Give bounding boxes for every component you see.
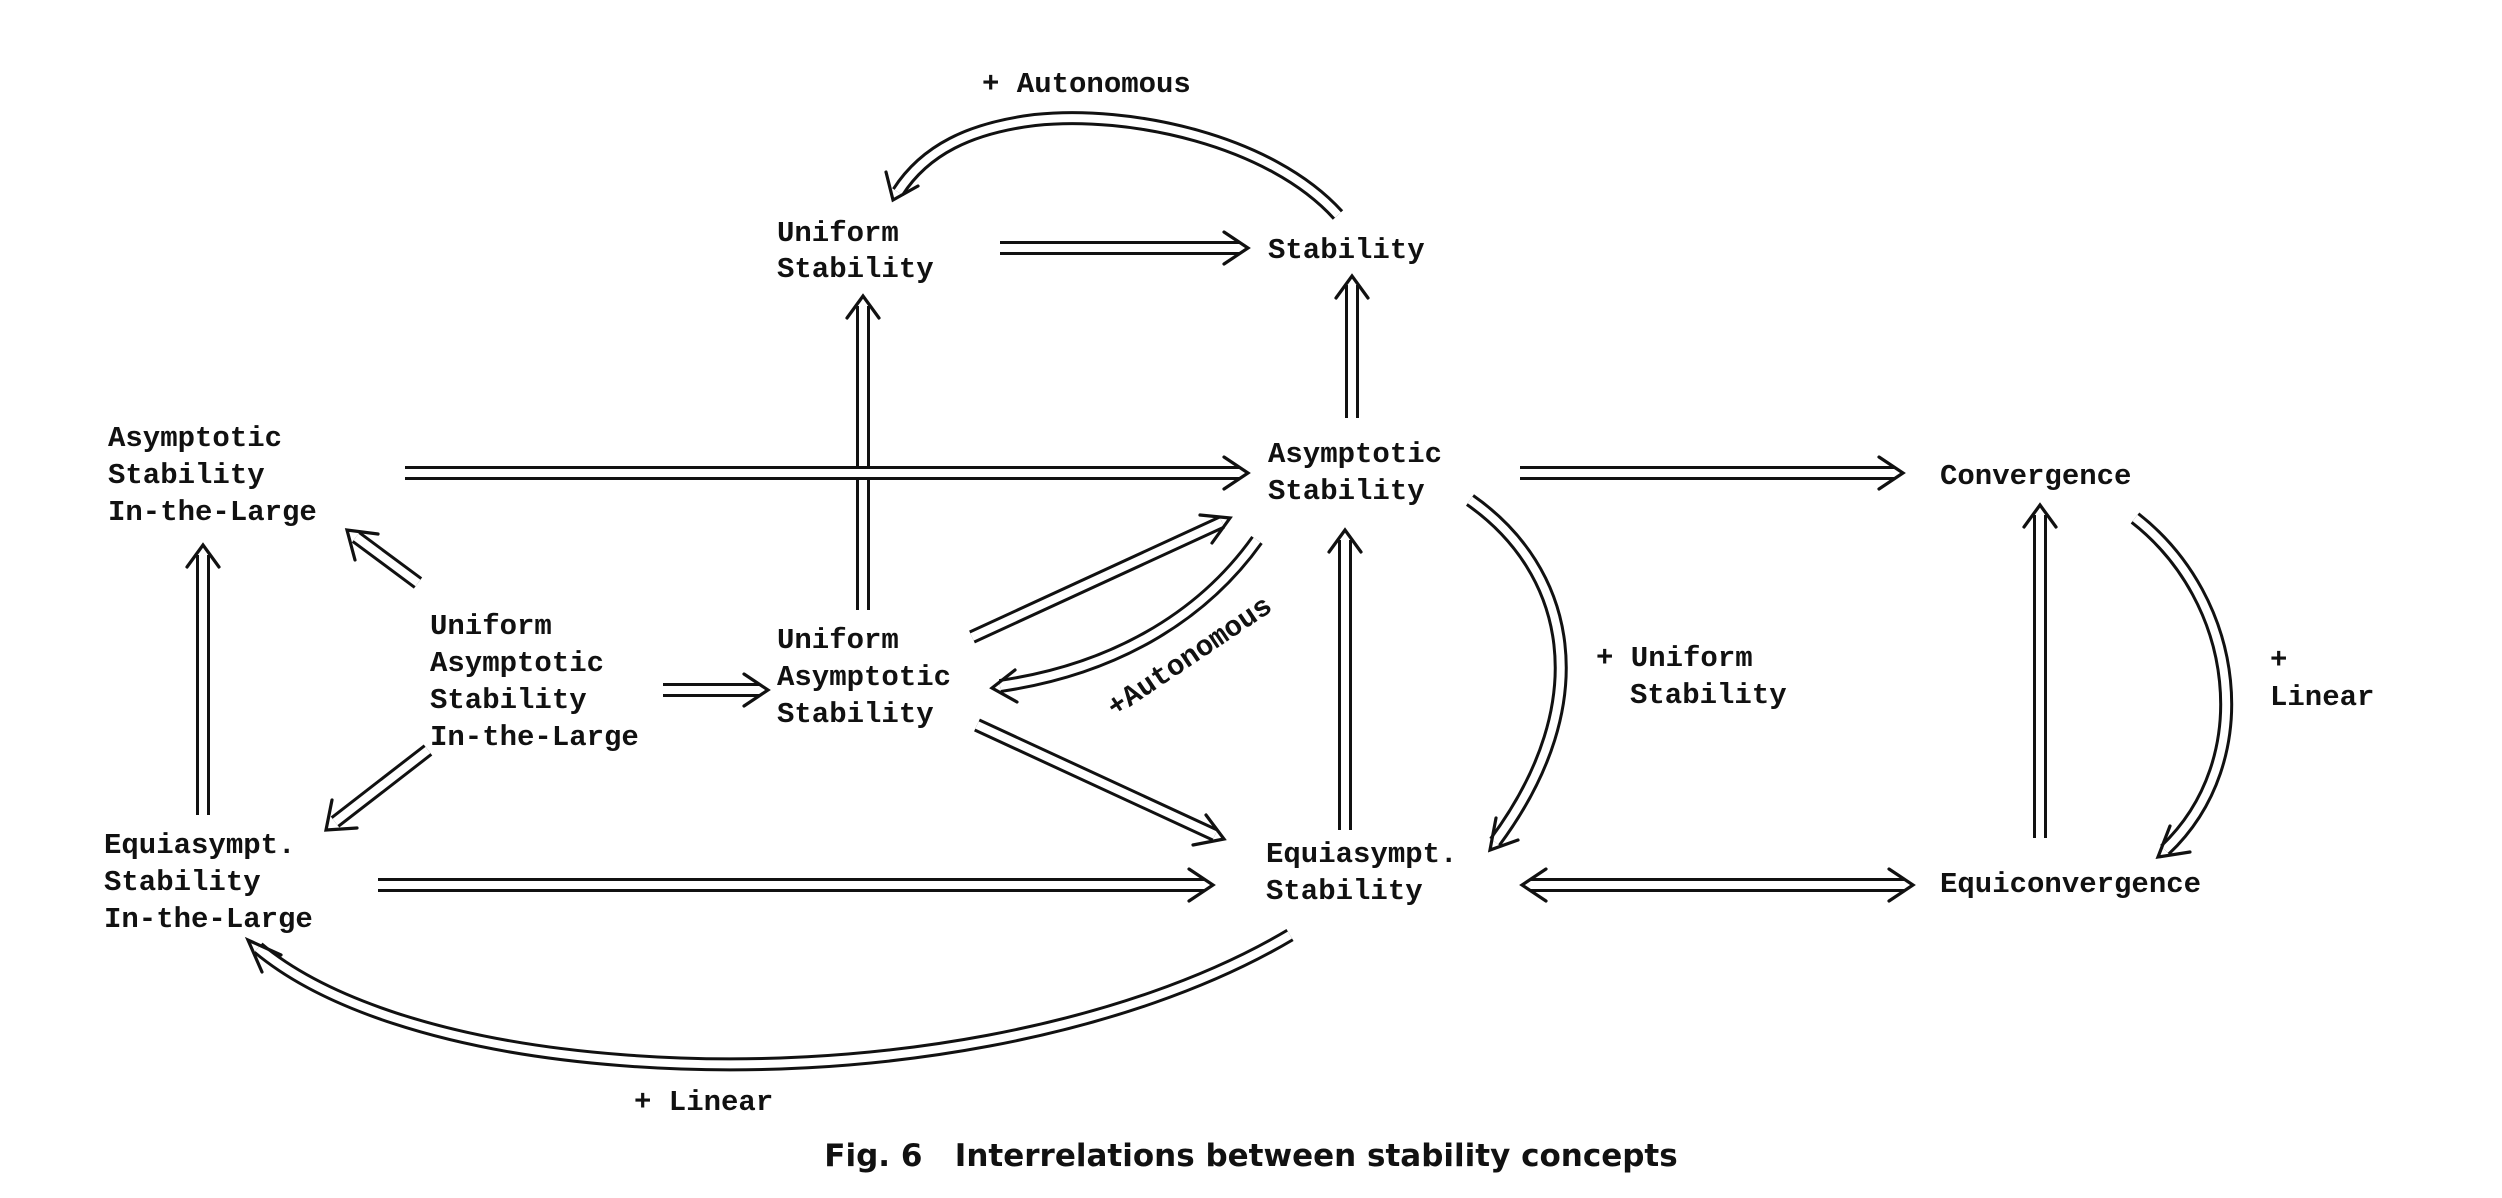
arrow-uas-to-asymptotic-stability xyxy=(969,513,1233,644)
node-asymptotic-stability: Asymptotic Stability xyxy=(1268,438,1459,508)
node-asls-line2: Stability xyxy=(108,459,265,492)
node-uasl-line4: In-the-Large xyxy=(430,721,639,754)
arrow-equiasympt-stability-large-to-equiasympt-stability xyxy=(378,867,1216,903)
node-stability-line1: Stability xyxy=(1268,234,1425,267)
node-es-line2: Stability xyxy=(1266,875,1423,908)
annotation-uniform-stability-condition: + Uniform Stability xyxy=(1596,642,1787,712)
arrow-equiasympt-stability-to-asymptotic-stability xyxy=(1327,527,1363,830)
arrow-stability-to-uniform-stability-autonomous xyxy=(884,111,1344,220)
node-uasl-line2: Asymptotic xyxy=(430,647,604,680)
arrow-uasl-to-uniform-asymptotic-stability xyxy=(663,672,771,708)
node-esl-line1: Equiasympt. xyxy=(104,829,295,862)
annotation-linear-bottom: + Linear xyxy=(634,1086,773,1119)
node-as-line1: Asymptotic xyxy=(1268,438,1442,471)
node-asls-line1: Asymptotic xyxy=(108,422,282,455)
arrow-asymptotic-stability-large-to-asymptotic-stability xyxy=(405,455,1251,491)
node-equiasympt-stability: Equiasympt. Stability xyxy=(1266,838,1475,908)
annotation-linear-right: + Linear xyxy=(2270,644,2374,714)
arrow-equiasympt-stability-large-to-asymptotic-stability-large xyxy=(185,542,221,815)
annotation-linear-right-line2: Linear xyxy=(2270,681,2374,714)
arrow-uniform-asymptotic-stability-to-uniform-stability xyxy=(845,293,881,610)
node-uasl-line1: Uniform xyxy=(430,610,552,643)
node-uniform-stability-line2: Stability xyxy=(777,253,934,286)
annotation-autonomous-top: + Autonomous xyxy=(982,68,1191,101)
node-uniform-asymptotic-stability: Uniform Asymptotic Stability xyxy=(777,624,968,731)
node-as-line2: Stability xyxy=(1268,475,1425,508)
annotation-linear-right-line1: + xyxy=(2270,644,2287,677)
annotation-uniform-line1: + Uniform xyxy=(1596,642,1753,675)
arrow-uniform-stability-to-stability xyxy=(1000,230,1251,266)
nodes-layer: Uniform Stability Stability Asymptotic S… xyxy=(104,217,2201,936)
arrow-asymptotic-stability-to-equiasympt-stability-uniform xyxy=(1465,494,1568,853)
node-equiconvergence: Equiconvergence xyxy=(1940,868,2201,901)
node-esl-line2: Stability xyxy=(104,866,261,899)
arrow-asymptotic-stability-to-convergence xyxy=(1520,455,1906,491)
arrow-asymptotic-stability-to-uas-autonomous xyxy=(989,535,1263,704)
node-uas-line2: Asymptotic xyxy=(777,661,951,694)
node-asls-line3: In-the-Large xyxy=(108,496,317,529)
arrow-uasl-to-asymptotic-stability-large xyxy=(344,528,423,589)
node-asymptotic-stability-in-the-large: Asymptotic Stability In-the-Large xyxy=(108,422,317,529)
node-equiasympt-stability-in-the-large: Equiasympt. Stability In-the-Large xyxy=(104,829,313,936)
arrow-uasl-to-equiasympt-stability-large xyxy=(324,744,433,832)
node-uniform-stability-line1: Uniform xyxy=(777,217,899,250)
node-convergence-line1: Convergence xyxy=(1940,460,2131,493)
node-uasl-line3: Stability xyxy=(430,684,587,717)
node-esl-line3: In-the-Large xyxy=(104,903,313,936)
arrow-equiconvergence-to-convergence xyxy=(2022,502,2058,838)
arrow-equiasympt-stability-equiconvergence-bidirectional xyxy=(1519,867,1916,903)
arrow-equiasympt-stability-to-equiasympt-stability-large-linear xyxy=(244,928,1294,1072)
arrow-uas-to-equiasympt-stability xyxy=(974,718,1227,847)
figure-caption: Fig. 6 Interrelations between stability … xyxy=(824,1138,1677,1174)
arrow-convergence-to-equiconvergence-linear xyxy=(2130,512,2234,860)
arrows-layer xyxy=(185,111,2234,1072)
node-uniform-stability: Uniform Stability xyxy=(777,217,934,286)
node-convergence: Convergence xyxy=(1940,460,2131,493)
node-es-line1: Equiasympt. xyxy=(1266,838,1457,871)
node-uas-line1: Uniform xyxy=(777,624,899,657)
node-equiconvergence-line1: Equiconvergence xyxy=(1940,868,2201,901)
node-uniform-asymptotic-stability-in-the-large: Uniform Asymptotic Stability In-the-Larg… xyxy=(430,610,639,754)
annotation-uniform-line2: Stability xyxy=(1630,679,1787,712)
node-stability: Stability xyxy=(1268,234,1425,267)
node-uas-line3: Stability xyxy=(777,698,934,731)
arrow-asymptotic-stability-to-stability xyxy=(1334,273,1370,418)
